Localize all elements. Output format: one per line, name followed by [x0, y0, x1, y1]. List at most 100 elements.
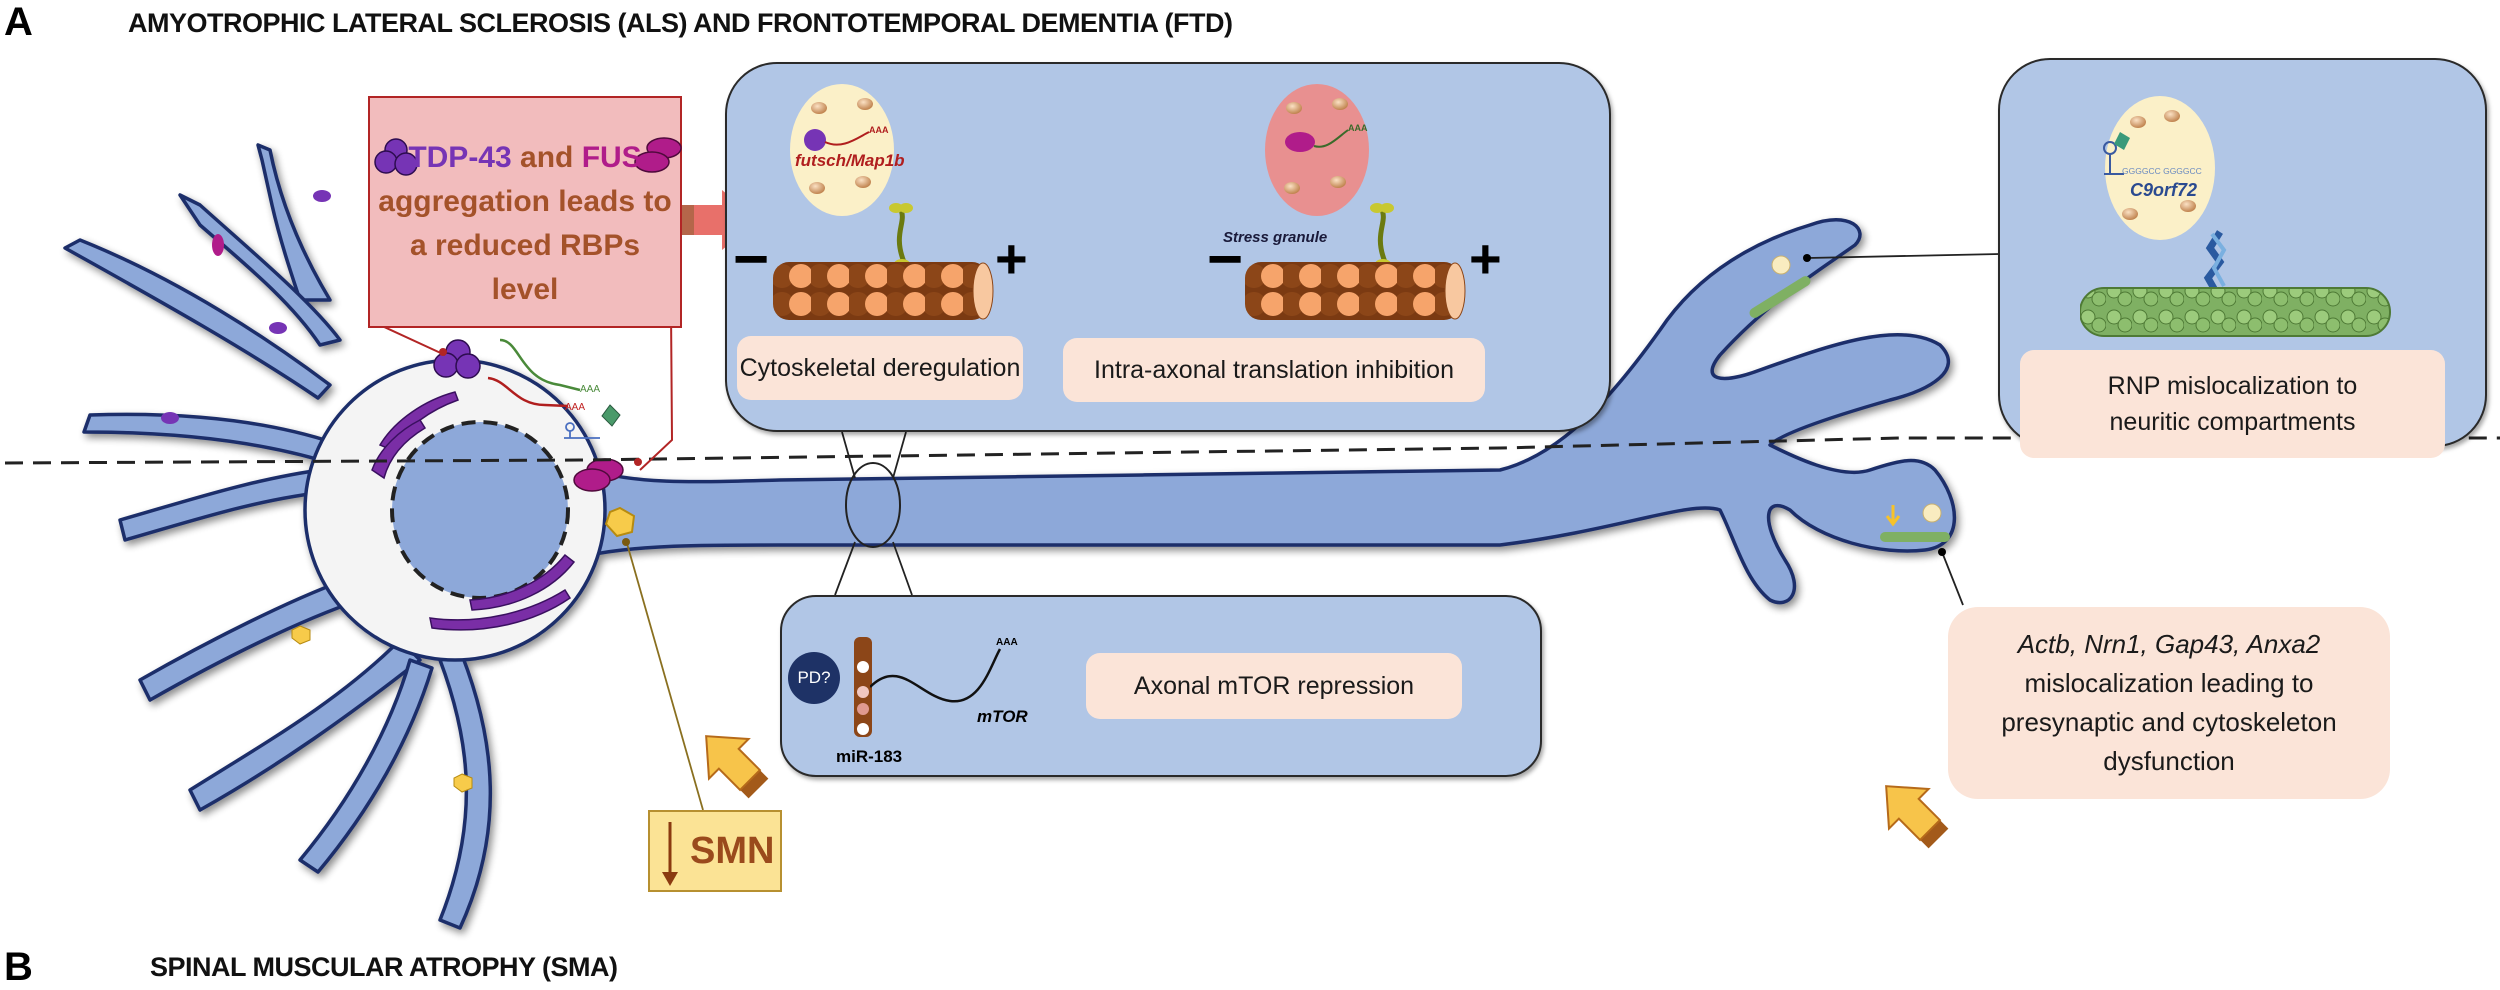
- ftd-sma-divider: [4, 436, 2500, 465]
- smn-box: SMN: [648, 810, 782, 892]
- mtor-mrna: [870, 648, 1002, 703]
- tdp43-granule-dendrite-2: [269, 322, 287, 334]
- actin-terminal-1: [1749, 276, 1811, 318]
- smn-label: SMN: [690, 830, 775, 872]
- rnp-label-line2: neuritic compartments: [2109, 408, 2356, 436]
- rnp-connector-dot: [1803, 254, 1811, 262]
- and-label: and: [511, 141, 582, 174]
- rnp-granule-terminal-1: [1771, 255, 1791, 275]
- mrna-red: [487, 376, 569, 408]
- microtubule-2: [1245, 262, 1466, 320]
- actin-terminal-2: [1880, 532, 1950, 542]
- terminal-connector-dot: [1938, 548, 1946, 556]
- panel-letter-a: A: [4, 0, 33, 44]
- dendrite-lower-3: [188, 638, 422, 812]
- terminal-genes: Actb, Nrn1, Gap43, Anxa2: [2017, 629, 2321, 659]
- fus-aggregate-soma: [573, 458, 624, 492]
- microtubule-plus-1: +: [995, 227, 1028, 290]
- aggregation-line4: level: [491, 273, 559, 306]
- fus-granule-dendrite: [212, 234, 224, 256]
- dendrite-lower-2: [138, 578, 362, 702]
- red-box-connector-right-dot: [634, 458, 642, 466]
- aggregation-line3: a reduced RBPs: [409, 229, 641, 262]
- pd-label: PD?: [797, 668, 831, 687]
- endoplasmic-reticulum: [371, 391, 576, 631]
- c9orf72-label: C9orf72: [2130, 180, 2197, 200]
- c9orf72-repeat: GGGGCC GGGGCC: [2122, 166, 2202, 176]
- yellow-arrow-terminal-icon: [1885, 785, 1949, 849]
- red-box-connector-left-dot: [439, 348, 447, 356]
- axon-zoom-circle: [845, 462, 901, 548]
- dendrite-upper-3: [63, 238, 332, 400]
- pd-icon: PD?: [788, 652, 840, 704]
- terminal-mislocalization-box: Actb, Nrn1, Gap43, Anxa2 mislocalization…: [1948, 607, 2390, 799]
- smn-granule-dendrite-1: [291, 625, 311, 645]
- dendrite-lower-1: [118, 468, 327, 542]
- dendrite-lower-5: [438, 653, 492, 930]
- panel-title-b: SPINAL MUSCULAR ATROPHY (SMA): [150, 952, 618, 982]
- smn-connector-dot: [622, 538, 630, 546]
- nucleus: [390, 420, 570, 600]
- tdp43-granule-dendrite-1: [313, 190, 331, 202]
- microtubule-minus-2: −: [1207, 225, 1244, 294]
- futsch-tail: AAA: [869, 125, 889, 135]
- mtor-repression-label: Axonal mTOR repression: [1086, 653, 1462, 719]
- panel-title-a: AMYOTROPHIC LATERAL SCLEROSIS (ALS) AND …: [128, 8, 1233, 38]
- rnp-mislocalization-box: GGGGCC GGGGCC C9orf72 RNP mislocalizatio…: [1998, 58, 2487, 458]
- stress-granule-label: Stress granule: [1223, 229, 1328, 246]
- soma-tail-green: AAA: [580, 384, 600, 395]
- microtubule-plus-2: +: [1469, 227, 1502, 290]
- microtubule-minus-1: −: [733, 225, 770, 294]
- rnp-granule-futsch: AAA futsch/Map1b: [790, 84, 905, 216]
- rnp-label-line1: RNP mislocalization to: [2107, 372, 2358, 400]
- rnp-mislocalization-label: RNP mislocalization to neuritic compartm…: [2020, 350, 2445, 458]
- microtubule-1: [773, 262, 994, 320]
- fus-label: FUS: [581, 141, 642, 174]
- dendrite-lower-4: [298, 658, 434, 874]
- aggregation-box: TDP-43 and FUS aggregation leads to a re…: [368, 96, 682, 328]
- smn-protein-soma: [604, 506, 636, 538]
- rnp-granule-terminal-2: [1922, 503, 1942, 523]
- rnp-granule-c9orf72: GGGGCC GGGGCC C9orf72: [2103, 96, 2215, 240]
- hairpin-icon: [564, 422, 600, 439]
- dendrite-upper-4: [82, 412, 327, 462]
- mrna-green: [499, 338, 581, 392]
- mir183-hairpin: [854, 637, 872, 737]
- stress-granule-tail: AAA: [1348, 123, 1368, 133]
- smn-connector-line: [625, 539, 704, 811]
- yellow-arrow-smn-icon: [705, 735, 769, 799]
- mtor-repression-box: PD? AAA mTOR miR-183 Axonal mTOR repress…: [780, 595, 1542, 777]
- actin-filament: [2080, 287, 2391, 337]
- panel-letter-b: B: [4, 945, 33, 989]
- dendrite-upper-1: [256, 143, 332, 302]
- terminal-line4: dysfunction: [2103, 746, 2235, 776]
- cytoskeletal-deregulation-label: Cytoskeletal deregulation: [737, 336, 1023, 400]
- zoom-connectors: [834, 431, 913, 596]
- tdp43-aggregate-soma: [433, 339, 481, 379]
- decrease-arrow-terminal: [1885, 505, 1901, 527]
- tdp43-granule-dendrite-3: [161, 412, 179, 424]
- mtor-gene-label: mTOR: [977, 707, 1028, 726]
- rnp-connector-line: [1807, 253, 2001, 259]
- dendrite-upper-2: [178, 193, 342, 347]
- aggregation-line2: aggregation leads to: [378, 185, 672, 218]
- soma-tail-red: AAA: [565, 402, 585, 413]
- terminal-line3: presynaptic and cytoskeleton: [2001, 707, 2337, 737]
- mtor-tail: AAA: [996, 637, 1018, 648]
- cytoskeleton-box: AAA futsch/Map1b AAA Stress granule − + …: [725, 62, 1611, 432]
- aggregation-text: TDP-43 and FUS aggregation leads to a re…: [370, 136, 680, 312]
- c9orf72-crystal-icon: [601, 404, 621, 427]
- futsch-label: futsch/Map1b: [795, 151, 905, 170]
- terminal-line2: mislocalization leading to: [2024, 668, 2314, 698]
- down-arrow-icon: [662, 822, 678, 886]
- tdp43-aggregate-icon: [374, 138, 418, 176]
- mir183-label: miR-183: [836, 747, 903, 766]
- fus-aggregate-icon: [634, 137, 682, 173]
- tdp43-label: TDP-43: [408, 141, 512, 174]
- stress-granule: AAA: [1265, 84, 1369, 216]
- translation-inhibition-label: Intra-axonal translation inhibition: [1063, 338, 1485, 402]
- smn-granule-dendrite-2: [453, 773, 473, 793]
- terminal-connector-line: [1941, 551, 1964, 606]
- myosin-motor: [2203, 230, 2227, 294]
